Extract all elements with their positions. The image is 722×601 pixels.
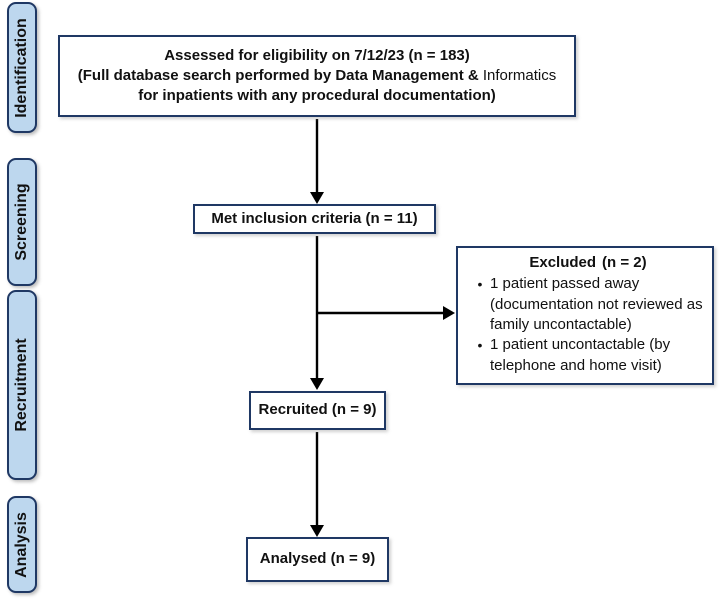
assessed-box: Assessed for eligibility on 7/12/23 (n =… (58, 35, 576, 117)
stage-box-analysis: Analysis (7, 496, 37, 593)
excluded-bullet-2: • 1 patient uncontactable (by telephone … (470, 335, 706, 376)
stage-label-recruitment: Recruitment (13, 338, 30, 432)
bullet-dot: • (477, 276, 483, 293)
stage-label-identification: Identification (13, 17, 30, 118)
stage-label-screening: Screening (13, 183, 30, 261)
assessed-line3: for inpatients with any procedural docum… (138, 87, 496, 105)
stage-label-analysis: Analysis (13, 511, 30, 578)
excluded-bullet-1: • 1 patient passed away (documentation n… (470, 274, 706, 335)
arrowhead-branch-to-excluded (443, 306, 455, 320)
stage-box-recruitment: Recruitment (7, 290, 37, 480)
arrowhead-met-to-recruited (310, 378, 324, 390)
analysed-label: Analysed (n = 9) (259, 550, 376, 568)
stage-box-screening: Screening (7, 158, 37, 286)
arrowhead-assessed-to-met (310, 192, 324, 204)
bullet-dot: • (477, 337, 483, 354)
excluded-title: Excluded(n = 2) (529, 254, 647, 271)
stage-box-identification: Identification (7, 2, 37, 133)
recruited-box: Recruited (n = 9) (249, 391, 386, 430)
analysed-box: Analysed (n = 9) (246, 537, 389, 582)
arrowhead-recruited-to-analysed (310, 525, 324, 537)
met-inclusion-box: Met inclusion criteria (n = 11) (193, 204, 436, 234)
recruited-label: Recruited (n = 9) (258, 401, 377, 419)
assessed-line1: Assessed for eligibility on 7/12/23 (n =… (164, 46, 470, 64)
excluded-box: Excluded(n = 2) • 1 patient passed away … (456, 246, 714, 385)
assessed-line2: (Full database search performed by Data … (77, 66, 557, 84)
met-inclusion-label: Met inclusion criteria (n = 11) (211, 209, 418, 227)
